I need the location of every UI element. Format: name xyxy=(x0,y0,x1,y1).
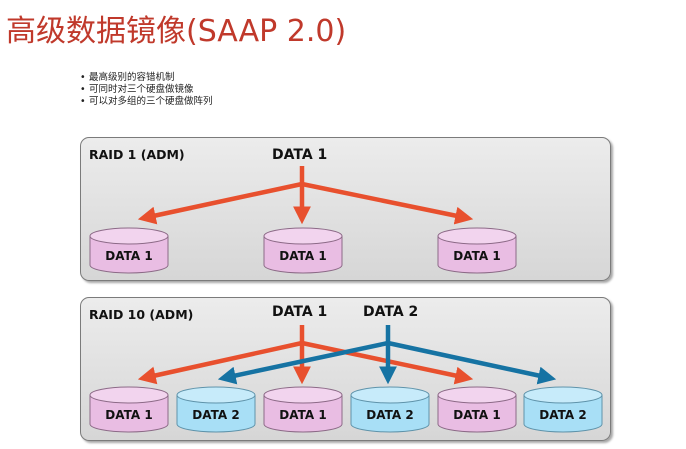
raid10-source1-label: DATA 1 xyxy=(272,304,328,320)
disk-pink: DATA 1 xyxy=(263,386,343,434)
disk-pink: DATA 1 xyxy=(437,386,517,434)
raid10-source2-label: DATA 2 xyxy=(363,304,419,320)
raid1-label: RAID 1 (ADM) xyxy=(89,147,185,162)
disk-label: DATA 2 xyxy=(539,408,587,422)
raid10-blue-arrow-left xyxy=(217,340,389,385)
page-title: 高级数据镜像(SAAP 2.0) xyxy=(6,14,347,49)
raid10-arrows xyxy=(137,325,557,385)
disk-label: DATA 1 xyxy=(279,408,327,422)
raid10-panel: RAID 10 (ADM) DATA 1 DATA 2 DATA 1 DATA … xyxy=(80,297,611,441)
raid1-panel: RAID 1 (ADM) DATA 1 DATA 1 DATA 1 DATA 1 xyxy=(80,137,611,281)
raid1-arrows xyxy=(137,166,474,225)
disk-label: DATA 1 xyxy=(453,408,501,422)
raid1-arrow-right xyxy=(301,181,474,225)
disk-label: DATA 1 xyxy=(279,249,327,263)
disk-label: DATA 2 xyxy=(192,408,240,422)
raid10-red-arrow-left xyxy=(137,340,303,385)
bullet-list: 最高级别的容错机制 可同时对三个硬盘做镜像 可以对多组的三个硬盘做阵列 xyxy=(80,72,213,108)
raid10-label: RAID 10 (ADM) xyxy=(89,307,194,322)
disk-blue: DATA 2 xyxy=(350,386,430,434)
raid1-arrow-left xyxy=(137,181,303,225)
disk-pink: DATA 1 xyxy=(89,386,169,434)
bullet-item: 最高级别的容错机制 xyxy=(80,72,213,84)
disk-label: DATA 2 xyxy=(366,408,414,422)
disk-label: DATA 1 xyxy=(105,249,153,263)
disk-pink: DATA 1 xyxy=(437,227,517,275)
disk-pink: DATA 1 xyxy=(89,227,169,275)
raid1-source-label: DATA 1 xyxy=(272,147,328,163)
raid10-blue-arrow-right xyxy=(387,340,557,385)
disk-label: DATA 1 xyxy=(453,249,501,263)
bullet-item: 可以对多组的三个硬盘做阵列 xyxy=(80,96,213,108)
raid10-red-arrow-right xyxy=(301,340,474,385)
disk-label: DATA 1 xyxy=(105,408,153,422)
disk-blue: DATA 2 xyxy=(176,386,256,434)
disk-pink: DATA 1 xyxy=(263,227,343,275)
bullet-item: 可同时对三个硬盘做镜像 xyxy=(80,84,213,96)
disk-blue: DATA 2 xyxy=(523,386,603,434)
